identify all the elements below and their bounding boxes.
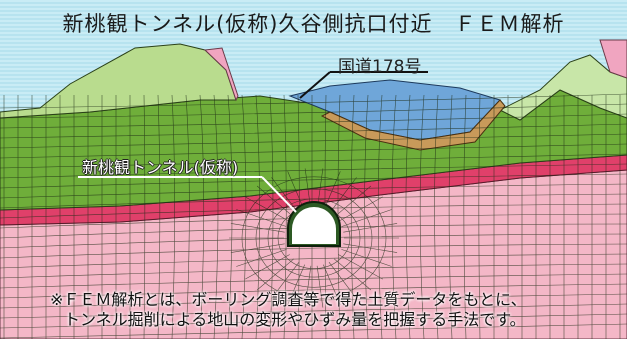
mesh-line: [255, 94, 260, 339]
mesh-line: [364, 94, 369, 339]
note-line-2: トンネル掘削による地山の変形やひずみ量を把握する手法です。: [64, 310, 526, 329]
mesh-line: [0, 143, 627, 159]
mesh-line: [0, 103, 627, 119]
mesh-line: [236, 209, 287, 227]
mesh-line: [171, 94, 175, 339]
mesh-line: [328, 262, 357, 299]
page-title: 新桃観トンネル(仮称)久谷側抗口付近 ＦＥＭ解析: [62, 12, 565, 36]
mesh-line: [256, 258, 295, 291]
mesh-line: [341, 209, 392, 227]
mesh-line: [0, 93, 627, 109]
mesh-line: [350, 94, 355, 339]
mesh-line: [341, 249, 392, 267]
mesh-line: [448, 94, 453, 339]
mesh-line: [0, 273, 627, 289]
mesh-line: [323, 264, 341, 305]
mesh-line: [227, 94, 233, 339]
left-pink-slope: [203, 47, 239, 102]
mesh-line: [0, 183, 627, 199]
mesh-line: [185, 94, 190, 339]
tunnel: [287, 201, 341, 247]
mesh-line: [478, 94, 481, 339]
mesh-line: [157, 94, 161, 339]
mesh-line: [405, 94, 411, 339]
mesh-line: [230, 223, 285, 233]
road-label: 国道178号: [338, 57, 422, 77]
mesh-line: [0, 253, 627, 269]
mesh-line: [333, 258, 372, 291]
mesh-line: [245, 254, 290, 280]
note-line-1: ※ＦＥＭ解析とは、ボーリング調査等で得た土質データをもとに、: [50, 290, 527, 309]
mesh-line: [0, 313, 627, 329]
mesh-line: [0, 123, 627, 139]
mesh-line: [463, 94, 467, 339]
upper-layer-right: [498, 54, 627, 121]
mesh-line: [0, 113, 627, 129]
fem-mesh: [0, 93, 627, 339]
explanation-note: ※ＦＥＭ解析とは、ボーリング調査等で得た土質データをもとに、 トンネル掘削による…: [50, 290, 610, 330]
mesh-line: [304, 265, 312, 308]
mesh-line: [377, 94, 383, 339]
mesh-line: [343, 243, 398, 253]
mesh-line: [343, 223, 398, 233]
mesh-line: [419, 94, 425, 339]
mesh-line: [434, 94, 439, 339]
mesh-line: [236, 249, 287, 267]
mesh-line: [143, 94, 146, 339]
mesh-line: [271, 262, 300, 299]
mesh-line: [338, 254, 383, 280]
mesh-line: [245, 196, 290, 222]
mesh-line: [316, 265, 324, 308]
tunnel-opening: [292, 207, 336, 244]
mesh-line: [269, 94, 274, 339]
mesh-line: [391, 94, 397, 339]
mesh-line: [0, 163, 627, 179]
mesh-line: [199, 94, 205, 339]
mesh-line: [283, 94, 287, 339]
mesh-line: [0, 263, 627, 279]
tunnel-leader-diag: [261, 176, 297, 213]
mesh-line: [0, 293, 627, 309]
mesh-line: [0, 243, 627, 259]
mesh-line: [241, 94, 247, 339]
road-leader-line: [299, 71, 331, 99]
mesh-line: [271, 177, 300, 214]
right-pink-slope: [599, 39, 627, 79]
mesh-line: [213, 94, 219, 339]
mesh-line: [287, 264, 305, 305]
mesh-line: [328, 177, 357, 214]
mesh-line: [0, 283, 627, 299]
mesh-line: [0, 173, 627, 189]
mesh-line: [333, 185, 372, 218]
mesh-ring: [241, 176, 387, 300]
mesh-line: [256, 185, 295, 218]
mesh-ring: [255, 188, 373, 288]
mesh-line: [338, 196, 383, 222]
mesh-line: [230, 243, 285, 253]
mesh-ring: [267, 198, 361, 278]
tunnel-label: 新桃観トンネル(仮称): [82, 158, 239, 177]
